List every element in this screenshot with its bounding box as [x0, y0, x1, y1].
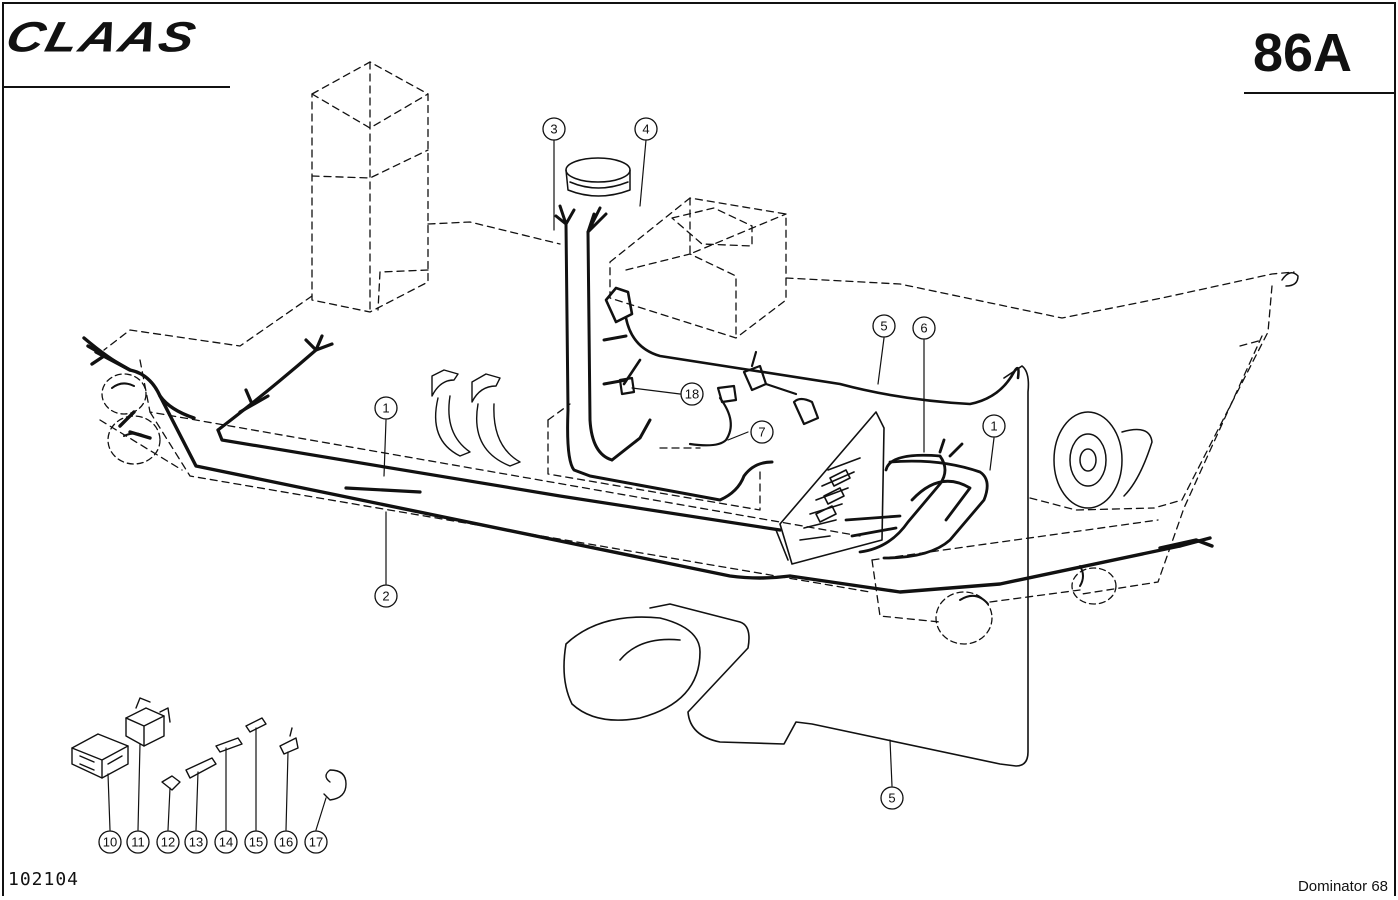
svg-text:1: 1 — [990, 419, 997, 434]
lamp-disc — [1053, 272, 1299, 509]
header-rule-left — [2, 86, 230, 88]
svg-text:14: 14 — [219, 835, 233, 850]
callout-6: 6 — [912, 316, 936, 340]
callout-leaders — [107, 139, 995, 831]
svg-text:5: 5 — [888, 791, 895, 806]
model-name: Dominator 68 — [1297, 878, 1388, 895]
wiring-harness-1 — [216, 334, 782, 532]
callout-14: 14 — [214, 830, 238, 854]
callout-4: 4 — [634, 117, 658, 141]
lamp-leads — [111, 382, 1084, 605]
fuel-tank-outline — [563, 365, 1030, 767]
page-number: 86A — [1252, 23, 1352, 83]
wiring-harness-5 — [604, 286, 1020, 406]
document-number: 102104 — [8, 869, 80, 890]
svg-text:16: 16 — [279, 835, 293, 850]
svg-text:11: 11 — [131, 835, 145, 850]
control-levers — [431, 369, 521, 467]
callout-11: 11 — [126, 830, 150, 854]
control-console — [775, 411, 885, 565]
wiring-harness-3-4 — [554, 204, 774, 502]
wiring-harness-7 — [618, 350, 820, 447]
callout-18: 18 — [680, 382, 704, 406]
svg-text:5: 5 — [880, 319, 887, 334]
callout-7: 7 — [750, 420, 774, 444]
round-parts — [101, 373, 1117, 645]
svg-text:12: 12 — [161, 835, 175, 850]
callout-3: 3 — [542, 117, 566, 141]
callout-16: 16 — [274, 830, 298, 854]
svg-text:18: 18 — [685, 387, 699, 402]
svg-text:13: 13 — [189, 835, 203, 850]
callout-1-left: 1 — [374, 396, 398, 420]
reservoir — [565, 157, 631, 197]
svg-text:17: 17 — [309, 835, 323, 850]
machine-outline — [99, 61, 1295, 623]
callout-2: 2 — [374, 584, 398, 608]
svg-text:4: 4 — [642, 122, 649, 137]
callout-10: 10 — [98, 830, 122, 854]
wiring-harness-6 — [844, 438, 989, 560]
callout-17: 17 — [304, 830, 328, 854]
svg-text:7: 7 — [758, 425, 765, 440]
callout-13: 13 — [184, 830, 208, 854]
svg-text:6: 6 — [920, 321, 927, 336]
callout-12: 12 — [156, 830, 180, 854]
header-rule-right — [1244, 92, 1394, 94]
callout-labels: 3 4 5 6 1 1 18 7 2 5 10 11 12 13 14 15 1… — [98, 117, 1006, 854]
callout-1-right: 1 — [982, 414, 1006, 438]
svg-text:15: 15 — [249, 835, 263, 850]
callout-5-bottom: 5 — [880, 786, 904, 810]
svg-text:2: 2 — [382, 589, 389, 604]
callout-15: 15 — [244, 830, 268, 854]
svg-text:3: 3 — [550, 122, 557, 137]
callout-5-top: 5 — [872, 314, 896, 338]
svg-text:1: 1 — [382, 401, 389, 416]
svg-text:10: 10 — [103, 835, 117, 850]
loose-parts — [71, 697, 347, 801]
